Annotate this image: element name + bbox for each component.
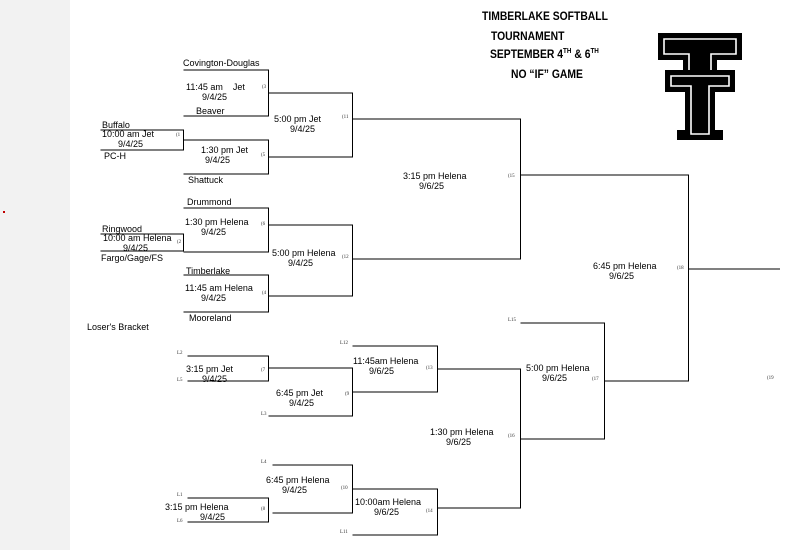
team-shattuck: Shattuck — [188, 175, 224, 185]
loser-tag-l15: L15 — [508, 318, 517, 323]
team-beaver: Beaver — [196, 106, 225, 116]
team-pc-h: PC-H — [104, 151, 126, 161]
game-17-time: 5:00 pm Helena — [526, 363, 590, 373]
title-line-4: NO “IF” GAME — [511, 69, 583, 81]
loser-tag-l2: L2 — [177, 351, 183, 356]
game-3-date: 9/4/25 — [202, 92, 228, 102]
game-4-number: (4 — [262, 291, 267, 296]
game-4-time: 11:45 am Helena — [185, 283, 253, 293]
loser-tag-l5: L5 — [177, 378, 183, 383]
game-5-time: 1:30 pm Jet — [201, 145, 249, 155]
margin-mark — [3, 211, 5, 213]
game-15-date: 9/6/25 — [419, 181, 445, 191]
team-covington-douglas: Covington-Douglas — [183, 58, 260, 68]
game-15-time: 3:15 pm Helena — [403, 171, 467, 181]
game-2-time: 10:00 am Helena — [103, 233, 172, 243]
game-5-number: (5 — [261, 153, 266, 158]
game-5-date: 9/4/25 — [205, 155, 231, 165]
game-2-date: 9/4/25 — [123, 243, 149, 253]
game-16-date: 9/6/25 — [446, 437, 472, 447]
losers-bracket-label: Loser's Bracket — [87, 322, 149, 332]
loser-tag-l1: L1 — [177, 493, 183, 498]
team-mooreland: Mooreland — [189, 313, 232, 323]
game-12-number: (12 — [342, 255, 349, 260]
game-11-number: (11 — [342, 115, 349, 120]
game-12-time: 5:00 pm Helena — [272, 248, 336, 258]
game-7-time: 3:15 pm Jet — [186, 364, 234, 374]
loser-tag-l3: L3 — [261, 412, 267, 417]
game-6-time: 1:30 pm Helena — [185, 217, 249, 227]
loser-tag-l11: L11 — [340, 530, 348, 535]
title-line-2: TOURNAMENT — [491, 31, 565, 43]
game-15-number: (15 — [508, 174, 515, 179]
game-14-number: (14 — [426, 509, 433, 514]
game-10-time: 6:45 pm Helena — [266, 475, 330, 485]
game-18-time: 6:45 pm Helena — [593, 261, 657, 271]
game-13-number: (13 — [426, 366, 433, 371]
game-3-number: (3 — [262, 85, 267, 90]
game-9-time: 6:45 pm Jet — [276, 388, 324, 398]
game-11-date: 9/4/25 — [290, 124, 316, 134]
game-8-time: 3:15 pm Helena — [165, 502, 229, 512]
game-9-number: (9 — [345, 392, 350, 397]
game-7-date: 9/4/25 — [202, 374, 228, 384]
game-6-date: 9/4/25 — [201, 227, 227, 237]
game-4-date: 9/4/25 — [201, 293, 227, 303]
game-2-number: (2 — [177, 240, 182, 245]
game-1-time: 10:00 am Jet — [102, 129, 155, 139]
tt-logo — [658, 33, 742, 140]
team-fargo-gage-fs: Fargo/Gage/FS — [101, 253, 164, 263]
game-18-number: (18 — [677, 266, 684, 271]
game-6-number: (6 — [261, 222, 266, 227]
title-line-3: SEPTEMBER 4TH & 6TH — [490, 48, 599, 61]
loser-tag-l4: L4 — [261, 460, 267, 465]
game-3-time: 11:45 am Jet — [186, 82, 245, 92]
game-12-date: 9/4/25 — [288, 258, 314, 268]
game-9-date: 9/4/25 — [289, 398, 315, 408]
page-margin — [0, 0, 70, 550]
team-timberlake: Timberlake — [186, 266, 231, 276]
team-ringwood: Ringwood — [102, 224, 143, 234]
game-17-date: 9/6/25 — [542, 373, 568, 383]
game-16-number: (16 — [508, 434, 515, 439]
game-1-number: (1 — [176, 133, 181, 138]
game-10-date: 9/4/25 — [282, 485, 308, 495]
team-drummond: Drummond — [187, 197, 232, 207]
game-14-time: 10:00am Helena — [355, 497, 422, 507]
game-13-time: 11:45am Helena — [353, 356, 419, 366]
game-14-date: 9/6/25 — [374, 507, 400, 517]
loser-tag-l6: L6 — [177, 519, 183, 524]
game-10-number: (10 — [341, 486, 348, 491]
game-8-date: 9/4/25 — [200, 512, 226, 522]
game-17-number: (17 — [592, 377, 599, 382]
title-line-1: TIMBERLAKE SOFTBALL — [482, 11, 608, 23]
game-19-number: (19 — [767, 376, 774, 381]
game-16-time: 1:30 pm Helena — [430, 427, 494, 437]
game-1-date: 9/4/25 — [118, 139, 144, 149]
game-8-number: (8 — [261, 507, 266, 512]
loser-tag-l12: L12 — [340, 341, 349, 346]
game-18-date: 9/6/25 — [609, 271, 635, 281]
game-11-time: 5:00 pm Jet — [274, 114, 322, 124]
game-13-date: 9/6/25 — [369, 366, 395, 376]
team-buffalo: Buffalo — [102, 120, 130, 130]
game-7-number: (7 — [261, 368, 266, 373]
